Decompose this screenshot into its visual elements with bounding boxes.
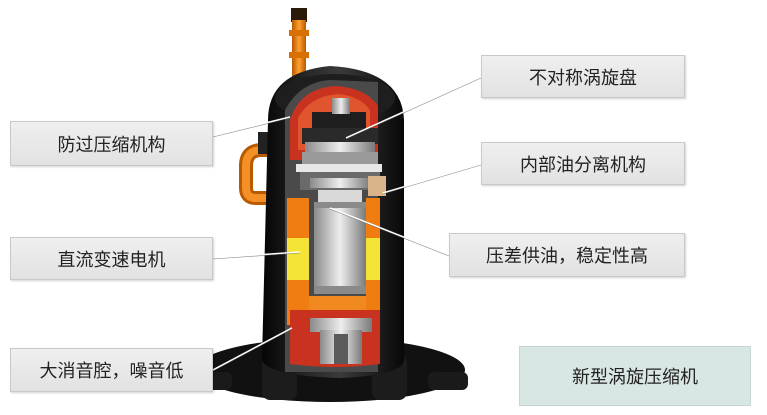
label-pressure-oil-supply: 压差供油，稳定性高 (449, 233, 685, 277)
discharge-pipe (289, 8, 309, 82)
leader-lines (212, 76, 482, 371)
label-dc-motor: 直流变速电机 (10, 237, 213, 280)
lower-chamber (290, 310, 380, 367)
diagram-caption: 新型涡旋压缩机 (519, 346, 751, 406)
motor-rotor (314, 202, 366, 294)
label-asymmetric-scroll: 不对称涡旋盘 (481, 55, 685, 98)
label-muffler: 大消音腔，噪音低 (10, 348, 213, 392)
label-anti-overcompression: 防过压缩机构 (10, 121, 213, 166)
leader-lines-shadow (212, 77, 482, 372)
suction-pipe (239, 132, 282, 205)
label-oil-separation: 内部油分离机构 (481, 142, 685, 185)
motor-stator (287, 238, 380, 280)
orange-bands (287, 198, 380, 325)
